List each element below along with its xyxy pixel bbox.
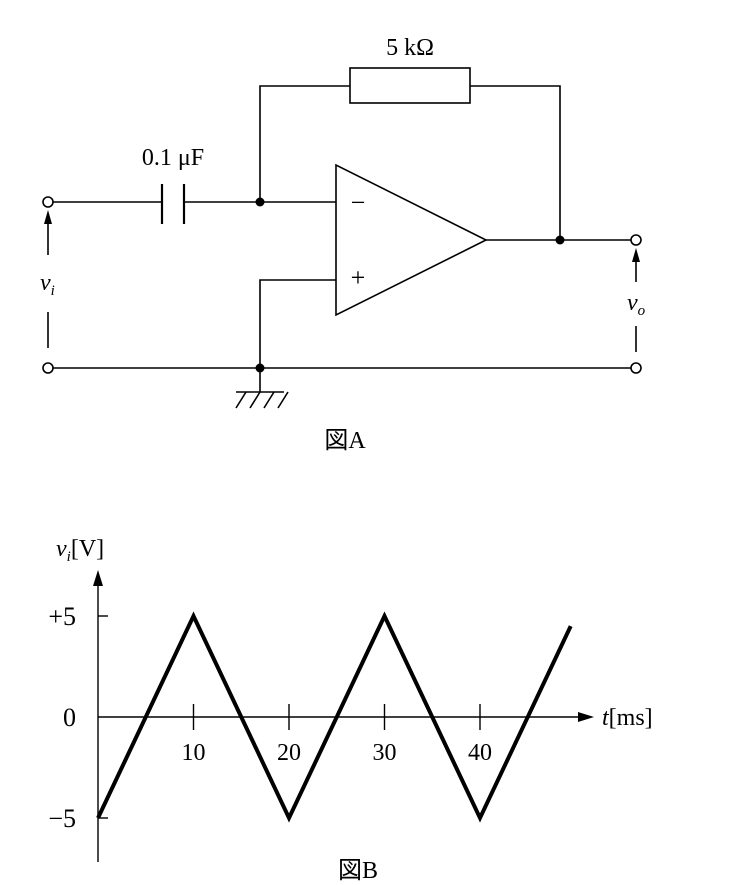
feedback-wire-left — [259, 85, 350, 202]
x-axis-label: t[ms] — [602, 705, 653, 731]
x-tick-label: 10 — [182, 740, 206, 766]
x-ticks: 10 20 30 40 — [182, 704, 492, 766]
input-terminal-top — [42, 196, 54, 208]
opamp-noninverting-sign: + — [351, 263, 366, 292]
y-axis-label: vi[V] — [56, 536, 104, 565]
y-ticks: +5 0 −5 — [48, 602, 108, 833]
x-tick-label: 40 — [468, 740, 492, 766]
feedback-wire-right — [470, 85, 561, 240]
x-axis-arrowhead — [578, 712, 594, 722]
y-tick-label: −5 — [48, 804, 76, 833]
y-axis-arrowhead — [93, 570, 103, 586]
y-tick-label: +5 — [48, 602, 76, 631]
output-terminal-bottom — [630, 362, 642, 374]
junction-inverting-node — [255, 197, 265, 207]
input-voltage-label: vi — [40, 270, 55, 299]
waveform-chart: vi[V] t[ms] 10 20 30 40 +5 0 −5 図B — [48, 536, 652, 884]
output-voltage-arrow — [632, 248, 640, 352]
junction-output-node — [555, 235, 565, 245]
figure-a-caption: 図A — [324, 428, 366, 454]
figure-b-caption: 図B — [338, 858, 378, 884]
output-voltage-label: vo — [627, 290, 646, 319]
resistor-label: 5 kΩ — [386, 35, 434, 61]
y-tick-label: 0 — [63, 703, 76, 732]
opamp-inverting-sign: − — [351, 188, 366, 217]
input-voltage-arrow — [44, 210, 52, 348]
capacitor-label: 0.1 μF — [142, 145, 204, 171]
junction-ground-node — [255, 363, 265, 373]
ground-icon — [235, 368, 289, 409]
feedback-resistor — [349, 67, 471, 104]
circuit-diagram: 5 kΩ 0.1 μF − + — [40, 35, 646, 454]
x-tick-label: 20 — [277, 740, 301, 766]
input-terminal-bottom — [42, 362, 54, 374]
output-terminal-top — [630, 234, 642, 246]
noninverting-to-ground-wire — [259, 279, 336, 368]
opamp-triangle — [335, 163, 488, 317]
triangle-wave-series — [96, 611, 573, 823]
x-tick-label: 30 — [373, 740, 397, 766]
